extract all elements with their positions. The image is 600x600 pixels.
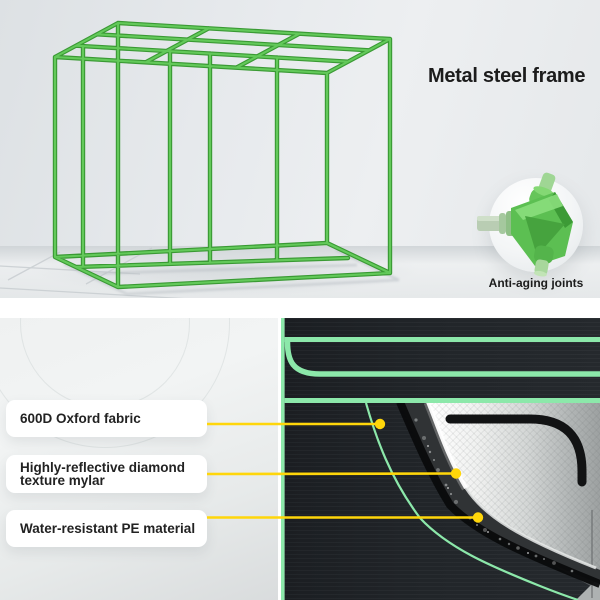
joint-bottom-tube <box>533 245 554 277</box>
mint-stripe-bottom <box>284 398 600 403</box>
label-text: Water-resistant PE material <box>20 521 196 536</box>
panel-gap <box>278 318 281 600</box>
corner-joint-illustration <box>477 172 573 277</box>
label-mylar: Highly-reflective diamond texture mylar <box>6 455 207 493</box>
steel-frame-scene: Metal steel frame <box>0 0 600 298</box>
mint-stripe-top <box>284 337 600 342</box>
label-text: 600D Oxford fabric <box>20 411 141 426</box>
section-divider <box>0 298 600 318</box>
label-oxford-fabric: 600D Oxford fabric <box>6 400 207 437</box>
label-text: texture mylar <box>20 473 105 488</box>
steel-frame-illustration <box>0 0 420 298</box>
joint-left-tube <box>477 211 515 236</box>
label-pe-material: Water-resistant PE material <box>6 510 207 547</box>
frame-floor-shadow <box>63 248 400 296</box>
mint-edge-trim <box>281 318 285 600</box>
joint-hub <box>511 192 573 266</box>
green-piping-seam <box>364 402 579 600</box>
mint-stripe-curved <box>284 341 600 377</box>
label-text: Highly-reflective diamond <box>20 460 186 475</box>
joint-detail-inset <box>477 172 583 277</box>
mylar-layer <box>428 402 600 570</box>
fabric-layers-illustration <box>278 318 600 600</box>
fabric-layers-section: 600D Oxford fabric Highly-reflective dia… <box>0 318 600 600</box>
mylar-fold-highlight <box>423 400 597 570</box>
mylar-corner-seam <box>445 414 587 487</box>
feature-title: Metal steel frame <box>428 65 586 87</box>
inset-caption: Anti-aging joints <box>488 276 584 290</box>
